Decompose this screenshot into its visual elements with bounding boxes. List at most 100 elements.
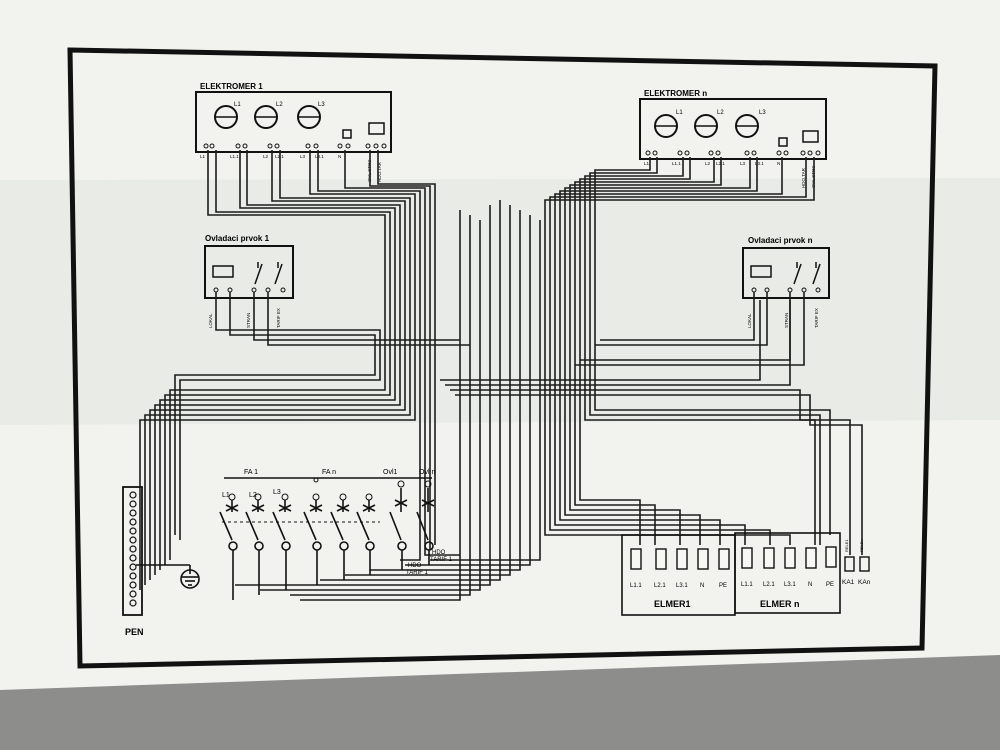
- meter-1: ELEKTROMER 1 L1 L2 L3 L1: [195, 82, 392, 182]
- elmer-n-terminal: PE: [826, 582, 834, 588]
- elmer-1-title: ELMER1: [654, 599, 691, 609]
- breaker-ovl1: [389, 488, 408, 570]
- meter-1-terminal-label: L3.1: [315, 154, 324, 159]
- pen-terminals: [129, 491, 137, 607]
- meter-1-box: [195, 91, 392, 153]
- breaker-hdo-label: HDO: [432, 550, 446, 556]
- wiring-meter-n-down: [544, 157, 831, 545]
- elmer-1-terminal: L1.1: [630, 583, 642, 589]
- pen-rail: [122, 486, 143, 616]
- pen-bar: PEN: [122, 486, 144, 637]
- meter-n-phase-l1: L1: [676, 110, 683, 116]
- breaker-fa1-l2: [245, 500, 265, 595]
- meter-n-phase-l3: L3: [759, 110, 766, 116]
- meter-n-terminal-label: L1: [644, 161, 650, 166]
- meter-n-coil-1: [654, 114, 678, 138]
- elmer-n-terminal: N: [808, 582, 812, 588]
- meter-n-box: [639, 98, 827, 160]
- wiring-meter-1-down: [139, 150, 460, 590]
- meter-1-relay: [368, 122, 385, 135]
- control-n-bottom-label: TARIF EX: [814, 308, 819, 328]
- control-n-bottom-label: LOKAL: [747, 313, 752, 328]
- breaker-fan-l3: [356, 500, 376, 575]
- breaker-fa1-l1: [219, 500, 239, 600]
- meter-1-phase-l2: L2: [276, 102, 283, 108]
- meter-1-terminal-label: L2: [263, 154, 269, 159]
- meter-n-relay: [802, 130, 819, 143]
- meter-1-side-label: HDO.TAR: [377, 161, 382, 182]
- meter-n-aux: [778, 137, 788, 147]
- contactor-ka1: [844, 556, 855, 572]
- breaker-phase-label: L1: [222, 492, 230, 499]
- meter-1-coil-1: [214, 105, 238, 129]
- meter-n-terminal-label: L1.1: [672, 161, 681, 166]
- elmer-n-terminal: L3.1: [784, 582, 796, 588]
- meter-n-terminal-label: L2: [705, 161, 711, 166]
- elmer-1-terminal: L3.1: [676, 583, 688, 589]
- elmer-1-terminal: N: [700, 583, 704, 589]
- elmer-n-terminal-labels: L1.1 L2.1 L3.1 N PE: [741, 582, 834, 588]
- meter-n-coil-3: [735, 114, 759, 138]
- elmer-n-terminal: L2.1: [763, 582, 775, 588]
- meter-n-phase-l2: L2: [717, 110, 724, 116]
- meter-1-terminal-label: L1: [200, 154, 206, 159]
- meter-n-terminal-label: N: [777, 161, 780, 166]
- meter-1-terminal-label: L3: [300, 154, 306, 159]
- meter-n-side-label: HDO.TAR: [801, 167, 806, 188]
- breaker-group-label: Ovl1: [383, 469, 398, 476]
- elmer-group: L1.1 L2.1 L3.1 N PE L1.1 L2.1 L3.1 N PE …: [621, 532, 841, 616]
- meter-1-terminal-label: N: [338, 154, 341, 159]
- contactor-side-label: RELE1: [844, 539, 849, 552]
- breaker-hdo-label: TARIF 1: [406, 570, 429, 576]
- control-1-title: Ovladaci prvok 1: [205, 234, 270, 243]
- breaker-top-terminals: [228, 477, 432, 501]
- meter-n-terminal-row: [645, 150, 821, 156]
- control-1-switches: [254, 262, 283, 285]
- contactor-label: KA1: [842, 579, 855, 586]
- meter-1-phase-l1: L1: [234, 102, 241, 108]
- wiring-cross: [235, 200, 863, 601]
- elmer-n-fuses: [741, 546, 837, 569]
- breaker-fan-l1: [303, 500, 323, 585]
- contactor-kan: [859, 556, 870, 572]
- breaker-group-label: FA 1: [244, 469, 258, 476]
- control-1-bottom-label: LOKAL: [208, 313, 213, 328]
- meter-1-terminal-row: [203, 143, 387, 149]
- contactor-label: KAn: [858, 579, 871, 586]
- control-n-bottom-label: STRAN: [784, 313, 789, 328]
- elmer-n-title: ELMER n: [760, 599, 800, 609]
- control-1-bottom-label: STRAN: [246, 313, 251, 328]
- control-1-coil: [212, 265, 234, 278]
- breaker-phase-label: L3: [273, 489, 281, 496]
- breaker-fa1-l3: [272, 500, 292, 590]
- breaker-group-label: FA n: [322, 469, 336, 476]
- breaker-ovln: [416, 488, 435, 565]
- elmer-1-terminal: L2.1: [654, 583, 666, 589]
- meter-1-title: ELEKTROMER 1: [200, 82, 263, 91]
- breaker-phase-label: L2: [249, 492, 257, 499]
- meter-1-aux: [342, 129, 352, 139]
- meter-1-phase-l3: L3: [318, 102, 325, 108]
- elmer-1-fuses: [630, 548, 730, 570]
- meter-1-terminal-label: L1.1: [230, 154, 239, 159]
- elmer-n-box: [734, 532, 841, 614]
- elmer-1-terminal: PE: [719, 583, 727, 589]
- meter-n-terminal-label: L3.1: [755, 161, 764, 166]
- control-n-box: [742, 247, 830, 299]
- control-1-bottom-label: TARIF EX: [276, 308, 281, 328]
- ground-icon: [136, 564, 200, 589]
- control-n-switches: [793, 262, 821, 285]
- breakers: FA 1 FA n Ovl1 Ovl n L1 L2 L3 HDO TARIF …: [219, 469, 453, 600]
- meter-1-coil-2: [254, 105, 278, 129]
- wiring-controls: [174, 292, 805, 540]
- control-1-box: [204, 245, 294, 299]
- control-n-title: Ovladaci prvok n: [748, 236, 813, 245]
- pen-label: PEN: [125, 627, 144, 637]
- elmer-n-terminal: L1.1: [741, 582, 753, 588]
- drawing-frame: [67, 47, 938, 669]
- contactor-side-label: RELEn: [859, 539, 864, 552]
- meter-n-title: ELEKTROMER n: [644, 89, 707, 98]
- elmer-1-terminal-labels: L1.1 L2.1 L3.1 N PE: [630, 583, 727, 589]
- breaker-fan-l2: [330, 500, 350, 580]
